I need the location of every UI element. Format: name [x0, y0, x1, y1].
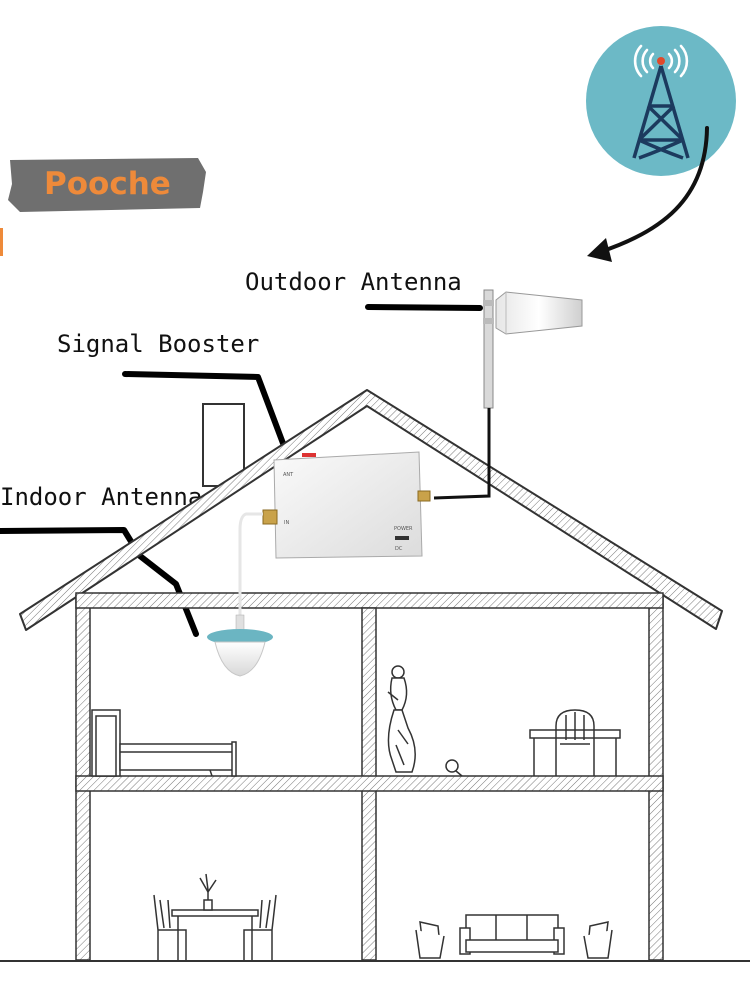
indoor-antenna-label: Indoor Antenna [0, 483, 202, 511]
ceiling-beam [75, 592, 664, 609]
outdoor-cable [433, 408, 491, 500]
sofa-set [415, 914, 613, 959]
signal-booster-leader [122, 371, 287, 449]
svg-text:POWER: POWER [394, 526, 413, 532]
cell-tower-icon [586, 26, 736, 176]
side-table-and-chair [529, 709, 621, 776]
indoor-antenna [207, 614, 273, 677]
small-object [445, 759, 463, 777]
signal-booster-label: Signal Booster [57, 330, 259, 358]
outdoor-antenna-leader [365, 304, 483, 311]
roof [19, 389, 723, 631]
dining-set [153, 873, 277, 960]
bed [91, 709, 237, 777]
svg-text:ANT: ANT [283, 472, 294, 478]
statue [387, 665, 416, 773]
signal-arrow [587, 126, 709, 262]
brand-badge: Pooche [0, 158, 206, 256]
svg-text:DC: DC [395, 546, 403, 552]
floor-slab [75, 775, 664, 792]
chimney [202, 403, 245, 487]
signal-booster-unit: ANT IN POWER DC [262, 451, 431, 559]
indoor-cable [238, 512, 263, 628]
outdoor-antenna-label: Outdoor Antenna [245, 268, 462, 296]
outdoor-antenna [483, 289, 583, 409]
brand-name: Pooche [44, 166, 171, 202]
svg-text:IN: IN [284, 520, 289, 526]
house [0, 389, 750, 962]
